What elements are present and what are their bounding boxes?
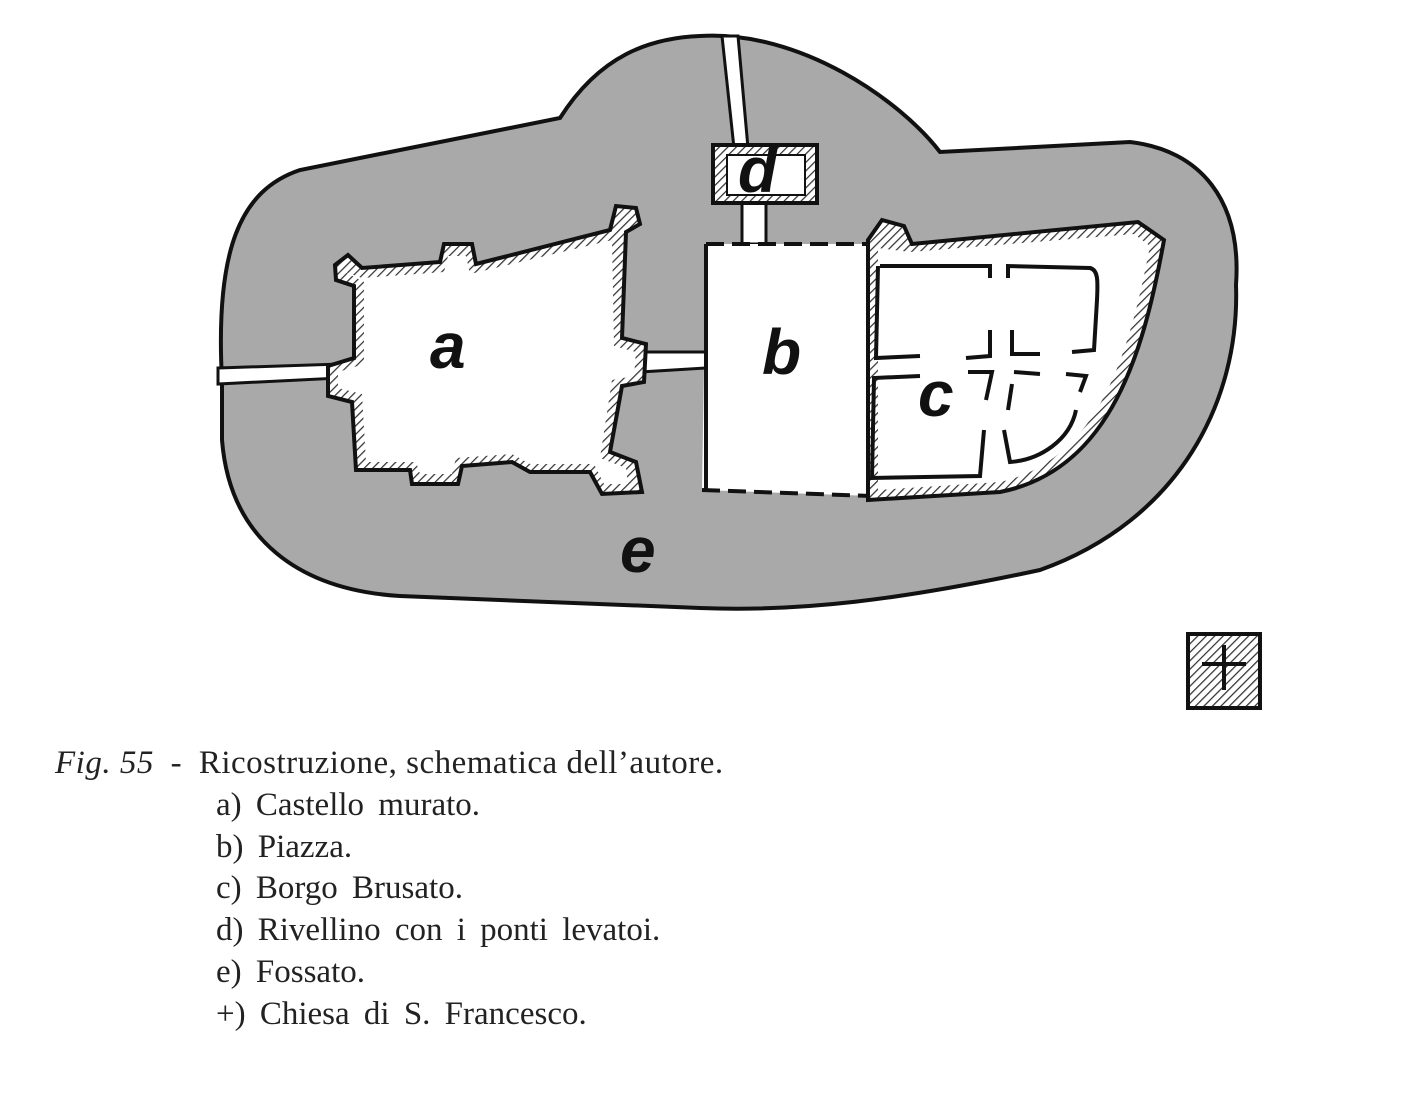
legend-item: a) Castello murato. <box>216 787 481 823</box>
label-c: c <box>918 358 954 430</box>
label-b: b <box>762 316 801 388</box>
caption-separator: - <box>170 745 183 781</box>
legend-item: c) Borgo Brusato. <box>216 870 463 906</box>
label-e: e <box>620 514 656 586</box>
castle-a-inner <box>338 240 636 484</box>
piazza-b <box>702 244 872 496</box>
rivellino-inner <box>726 154 806 196</box>
legend-item: +) Chiesa di S. Francesco. <box>216 996 587 1032</box>
church-symbol <box>1186 632 1262 710</box>
figure-number: Fig. 55 <box>55 745 154 781</box>
caption-title: Ricostruzione, schematica dell’autore. <box>198 745 724 781</box>
fortress-plan-diagram: a b c d e <box>216 33 1262 710</box>
legend-item: d) Rivellino con i ponti levatoi. <box>216 912 661 948</box>
borgo-c-streets <box>869 263 1100 481</box>
label-a: a <box>430 310 466 382</box>
label-d: d <box>738 134 779 206</box>
road-a-b <box>638 350 708 374</box>
legend-item: b) Piazza. <box>216 829 353 865</box>
legend-item: e) Fossato. <box>216 954 365 990</box>
figure-caption-title: Fig. 55 - Ricostruzione, schematica dell… <box>55 745 724 782</box>
